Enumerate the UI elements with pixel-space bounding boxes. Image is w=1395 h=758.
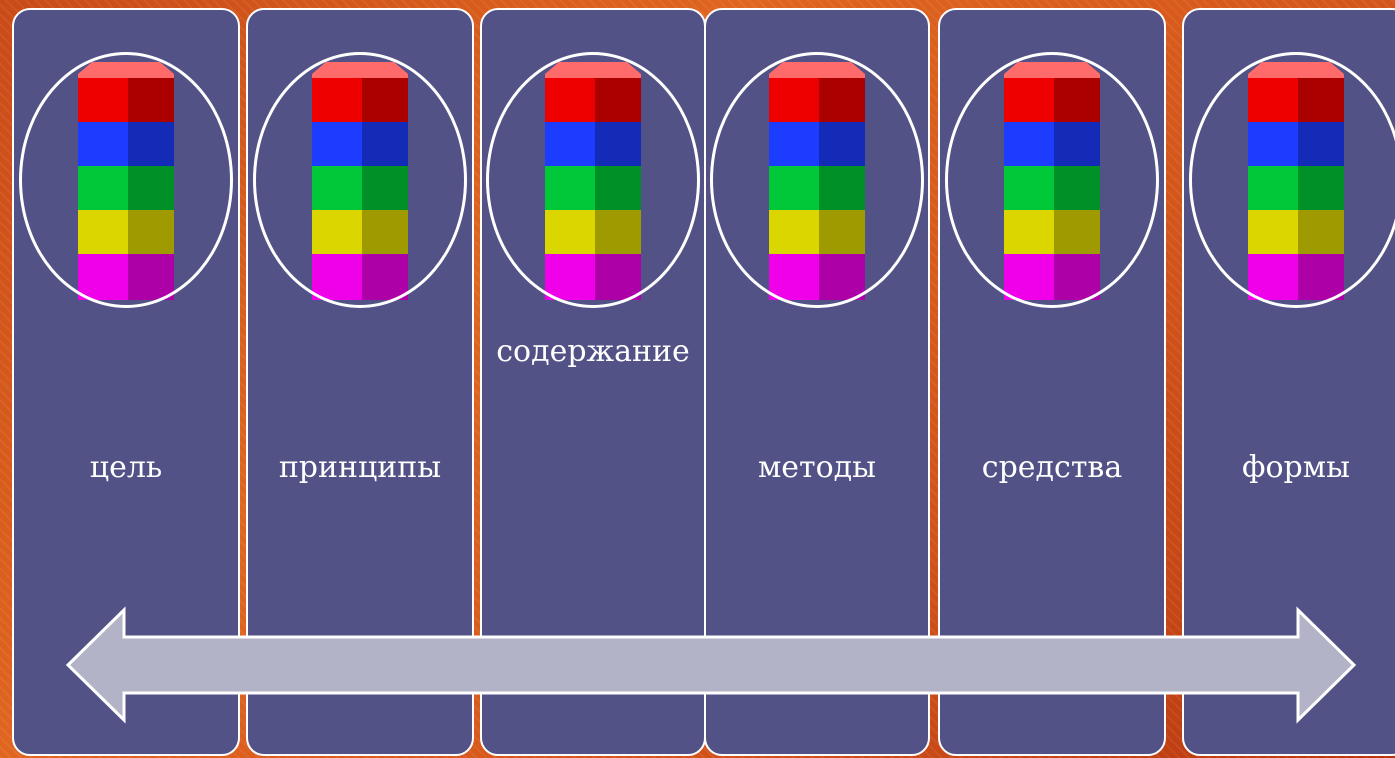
highlight-ring (253, 52, 467, 308)
highlight-ring (19, 52, 233, 308)
stage-label-principles: принципы (278, 450, 442, 485)
stage-panel-goal: цель (12, 8, 240, 756)
stage-label-means: средства (981, 450, 1123, 485)
stage-panel-content: содержание (480, 8, 706, 756)
stage-label-methods: методы (757, 450, 877, 485)
stage-panel-means: средства (938, 8, 1166, 756)
highlight-ring (710, 52, 924, 308)
stage-panel-forms: формы (1182, 8, 1395, 756)
stage-label-goal: цель (89, 450, 163, 485)
stage-label-content: содержание (496, 334, 690, 369)
stage-panel-principles: принципы (246, 8, 474, 756)
highlight-ring (1189, 52, 1395, 308)
arrow-shape (65, 606, 1357, 724)
highlight-ring (945, 52, 1159, 308)
highlight-ring (486, 52, 700, 308)
stage-label-forms: формы (1242, 450, 1350, 485)
stage-panel-methods: методы (704, 8, 930, 756)
